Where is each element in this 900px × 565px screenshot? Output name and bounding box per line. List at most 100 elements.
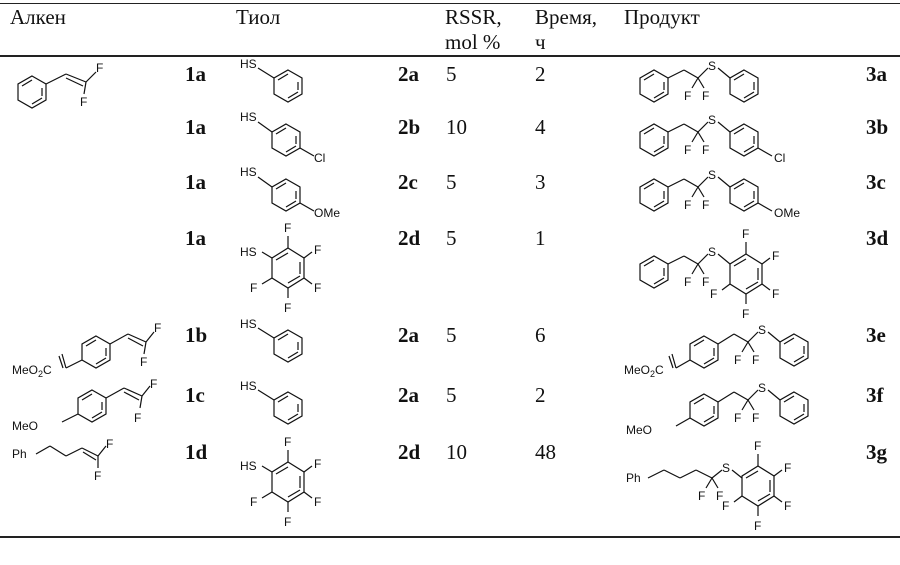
atom-F: F: [754, 439, 761, 453]
atom-F: F: [684, 275, 691, 289]
row2-alkene-label: 1a: [185, 115, 206, 139]
atom-F: F: [96, 61, 103, 75]
atom-OMe: OMe: [774, 206, 800, 220]
structure-1c: MeO F F: [12, 377, 157, 433]
atom-F: F: [754, 519, 761, 533]
atom-F: F: [784, 461, 791, 475]
row1-alkene-label: 1a: [185, 62, 206, 86]
atom-MeO: MeO: [626, 423, 652, 437]
structure-3c: S F F OMe: [639, 168, 800, 220]
row2-rssr: 10: [446, 115, 467, 139]
atom-F: F: [684, 89, 691, 103]
atom-F: F: [154, 321, 161, 335]
atom-F: F: [314, 281, 321, 295]
atom-F: F: [284, 221, 291, 235]
atom-F: F: [742, 307, 749, 321]
row1-rssr: 5: [446, 62, 457, 86]
header-rule: [0, 55, 900, 57]
row5-time: 6: [535, 323, 546, 347]
header-rssr-line1: RSSR,: [445, 5, 502, 29]
atom-F: F: [722, 499, 729, 513]
structure-3e: MeO2C S F F: [624, 323, 809, 379]
atom-F: F: [80, 95, 87, 109]
row7-rssr: 10: [446, 440, 467, 464]
row3-rssr: 5: [446, 170, 457, 194]
atom-F: F: [772, 287, 779, 301]
row1-time: 2: [535, 62, 546, 86]
row7-time: 48: [535, 440, 556, 464]
header-time-line2: ч: [535, 30, 546, 54]
structure-3f: MeO S F F: [626, 381, 809, 437]
header-product: Продукт: [624, 5, 700, 29]
structure-2d-row7: HS F F F F F: [240, 435, 321, 529]
header-thiol: Тиол: [236, 5, 281, 29]
row3-thiol-label: 2c: [398, 170, 418, 194]
row6-alkene-label: 1c: [185, 383, 205, 407]
structure-2d: HS F F F F F: [240, 221, 321, 315]
atom-F: F: [134, 411, 141, 425]
atom-SH: HS: [240, 165, 257, 179]
atom-SH: HS: [240, 379, 257, 393]
atom-S: S: [708, 59, 716, 73]
atom-F: F: [284, 515, 291, 529]
row7-product-label: 3g: [866, 440, 887, 464]
row1-product-label: 3a: [866, 62, 887, 86]
row4-time: 1: [535, 226, 546, 250]
row6-time: 2: [535, 383, 546, 407]
atom-Ph: Ph: [12, 447, 27, 461]
atom-F: F: [314, 243, 321, 257]
atom-S: S: [708, 113, 716, 127]
structure-2a-row6: HS: [240, 379, 303, 425]
atom-F: F: [284, 435, 291, 449]
row3-product-label: 3c: [866, 170, 886, 194]
structure-3b: S F F Cl: [639, 113, 785, 165]
header-time-line1: Время,: [535, 5, 598, 29]
atom-Cl: Cl: [774, 151, 785, 165]
row4-product-label: 3d: [866, 226, 889, 250]
row3-alkene-label: 1a: [185, 170, 206, 194]
atom-F: F: [734, 411, 741, 425]
row6-product-label: 3f: [866, 383, 884, 407]
atom-F: F: [742, 227, 749, 241]
atom-F: F: [140, 355, 147, 369]
atom-F: F: [94, 469, 101, 483]
atom-F: F: [314, 457, 321, 471]
bottom-rule: [0, 536, 900, 538]
row2-time: 4: [535, 115, 546, 139]
atom-F: F: [702, 275, 709, 289]
atom-SH: HS: [240, 245, 257, 259]
top-rule: [0, 3, 900, 4]
atom-MeO2C: MeO2C: [624, 363, 664, 379]
atom-F: F: [702, 143, 709, 157]
atom-F: F: [250, 281, 257, 295]
atom-MeO2C: MeO2C: [12, 363, 52, 379]
atom-S: S: [722, 461, 730, 475]
structure-1d: Ph F F: [12, 437, 113, 483]
row5-rssr: 5: [446, 323, 457, 347]
header-alkene: Алкен: [10, 5, 66, 29]
structure-3d: S F F F F F F F: [639, 227, 779, 321]
atom-S: S: [758, 381, 766, 395]
atom-SH: HS: [240, 459, 257, 473]
atom-F: F: [752, 353, 759, 367]
row3-time: 3: [535, 170, 546, 194]
atom-F: F: [250, 495, 257, 509]
row2-product-label: 3b: [866, 115, 889, 139]
row7-thiol-label: 2d: [398, 440, 421, 464]
atom-F: F: [698, 489, 705, 503]
atom-F: F: [710, 287, 717, 301]
atom-S: S: [708, 245, 716, 259]
atom-Cl: Cl: [314, 151, 325, 165]
atom-F: F: [684, 198, 691, 212]
row4-thiol-label: 2d: [398, 226, 421, 250]
atom-SH: HS: [240, 110, 257, 124]
atom-S: S: [708, 168, 716, 182]
structure-1a: F F: [17, 61, 103, 109]
atom-F: F: [106, 437, 113, 451]
structure-2a: HS: [240, 57, 303, 103]
header-rssr-line2: mol %: [445, 30, 501, 54]
row5-thiol-label: 2a: [398, 323, 419, 347]
structure-3a: S F F: [639, 59, 759, 103]
row4-alkene-label: 1a: [185, 226, 206, 250]
